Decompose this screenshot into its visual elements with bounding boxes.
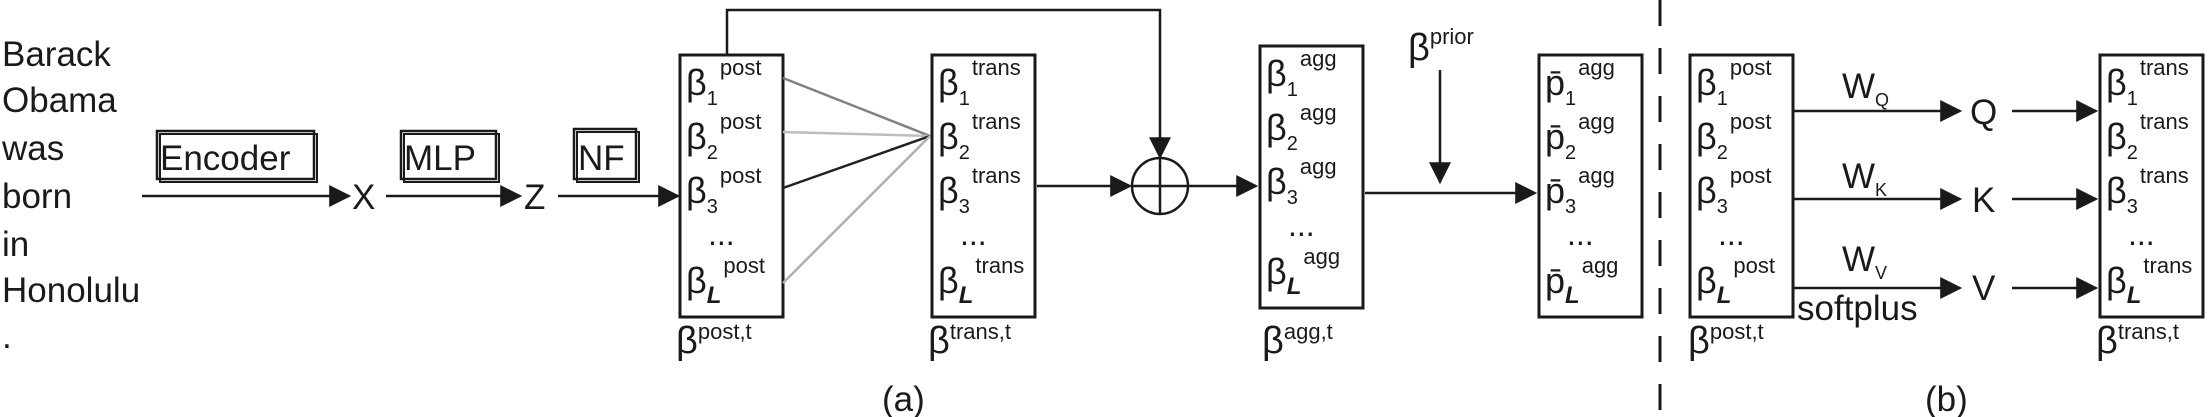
mlp-label: MLP bbox=[404, 139, 476, 178]
beta-agg-entry: βLagg bbox=[1266, 244, 1340, 300]
beta-post-box bbox=[678, 53, 785, 319]
beta-agg-entry: β3agg bbox=[1266, 154, 1337, 209]
caption-beta-trans-t-b: βtrans,t bbox=[2096, 319, 2179, 362]
wk-label: WK bbox=[1842, 157, 1887, 200]
beta-trans-ellipsis: ... bbox=[960, 216, 987, 252]
input-word: born bbox=[2, 177, 72, 216]
k-label: K bbox=[1972, 181, 1995, 220]
q-label: Q bbox=[1970, 93, 1997, 132]
caption-b: (b) bbox=[1925, 380, 1968, 417]
input-word: in bbox=[2, 225, 29, 264]
encoder-box-shadow bbox=[159, 133, 318, 183]
caption-beta-trans-t: βtrans,t bbox=[928, 319, 1011, 362]
encoder-box bbox=[155, 129, 316, 181]
beta-trans-entry: β1trans bbox=[938, 55, 1021, 110]
encoder-label: Encoder bbox=[160, 139, 291, 178]
nf-box bbox=[572, 127, 638, 181]
encoder-pipeline bbox=[142, 127, 681, 207]
beta-trans-b-entry: βLtrans bbox=[2106, 253, 2192, 309]
beta-agg-ellipsis: ... bbox=[1288, 207, 1315, 243]
p-agg-entry: p̄2agg bbox=[1545, 109, 1615, 164]
input-word: Obama bbox=[2, 81, 117, 120]
beta-trans-b-entry: β1trans bbox=[2106, 55, 2189, 110]
input-word: . bbox=[2, 317, 12, 356]
v-label: V bbox=[1972, 269, 1996, 308]
wv-label: WV bbox=[1842, 240, 1887, 283]
beta-agg-entry: β2agg bbox=[1266, 100, 1337, 155]
p-agg-entry: p̄3agg bbox=[1545, 163, 1615, 218]
beta-post-box-b bbox=[1688, 53, 1795, 319]
p-agg-box bbox=[1537, 53, 1644, 319]
beta-trans-b-entry: β2trans bbox=[2106, 109, 2189, 164]
beta-post-entry: β1post bbox=[686, 55, 761, 110]
beta-post-b-entry: β1post bbox=[1696, 55, 1771, 110]
input-word: Barack bbox=[2, 35, 111, 74]
caption-beta-post-t: βpost,t bbox=[676, 319, 752, 362]
beta-post-b-entry: βLpost bbox=[1696, 253, 1775, 309]
beta-trans-box bbox=[930, 53, 1037, 319]
beta-trans-box-b bbox=[2098, 53, 2205, 319]
z-label: Z bbox=[524, 178, 545, 217]
beta-post-b-entry: β3post bbox=[1696, 163, 1771, 218]
caption-a: (a) bbox=[882, 380, 925, 417]
mlp-box bbox=[399, 129, 498, 181]
nf-label: NF bbox=[578, 139, 625, 178]
beta-post-entry: β3post bbox=[686, 163, 761, 218]
beta-trans-b-entry: β3trans bbox=[2106, 163, 2189, 218]
wq-label: WQ bbox=[1842, 67, 1889, 110]
beta-agg-entry: β1agg bbox=[1266, 46, 1337, 101]
beta-prior: βprior bbox=[1408, 24, 1474, 69]
skip-connection bbox=[725, 8, 1538, 216]
beta-trans-b-ellipsis: ... bbox=[2128, 216, 2155, 252]
p-agg-entry: p̄1agg bbox=[1545, 55, 1615, 110]
caption-beta-agg-t: βagg,t bbox=[1262, 319, 1333, 362]
beta-trans-entry: β2trans bbox=[938, 109, 1021, 164]
input-sentence: Barack Obama was born in Honolulu . bbox=[1, 35, 140, 356]
p-agg-entry: p̄Lagg bbox=[1545, 253, 1618, 309]
mlp-box-shadow bbox=[403, 133, 500, 183]
column-contents: β1postβ2postβ3post...βLpostβ1transβ2tran… bbox=[686, 46, 2192, 309]
softplus-label: softplus bbox=[1797, 289, 1918, 328]
beta-post-b-ellipsis: ... bbox=[1718, 216, 1745, 252]
beta-post-ellipsis: ... bbox=[708, 216, 735, 252]
input-word: was bbox=[1, 129, 64, 168]
beta-trans-entry: βLtrans bbox=[938, 253, 1024, 309]
caption-beta-post-t-b: βpost,t bbox=[1688, 319, 1764, 362]
p-agg-ellipsis: ... bbox=[1567, 216, 1594, 252]
attention-lines bbox=[782, 76, 931, 284]
nf-box-shadow bbox=[576, 131, 640, 183]
beta-post-entry: β2post bbox=[686, 109, 761, 164]
beta-post-entry: βLpost bbox=[686, 253, 765, 309]
x-label: X bbox=[352, 178, 375, 217]
beta-post-b-entry: β2post bbox=[1696, 109, 1771, 164]
beta-agg-box bbox=[1258, 44, 1365, 310]
input-word: Honolulu bbox=[2, 271, 140, 310]
beta-trans-entry: β3trans bbox=[938, 163, 1021, 218]
